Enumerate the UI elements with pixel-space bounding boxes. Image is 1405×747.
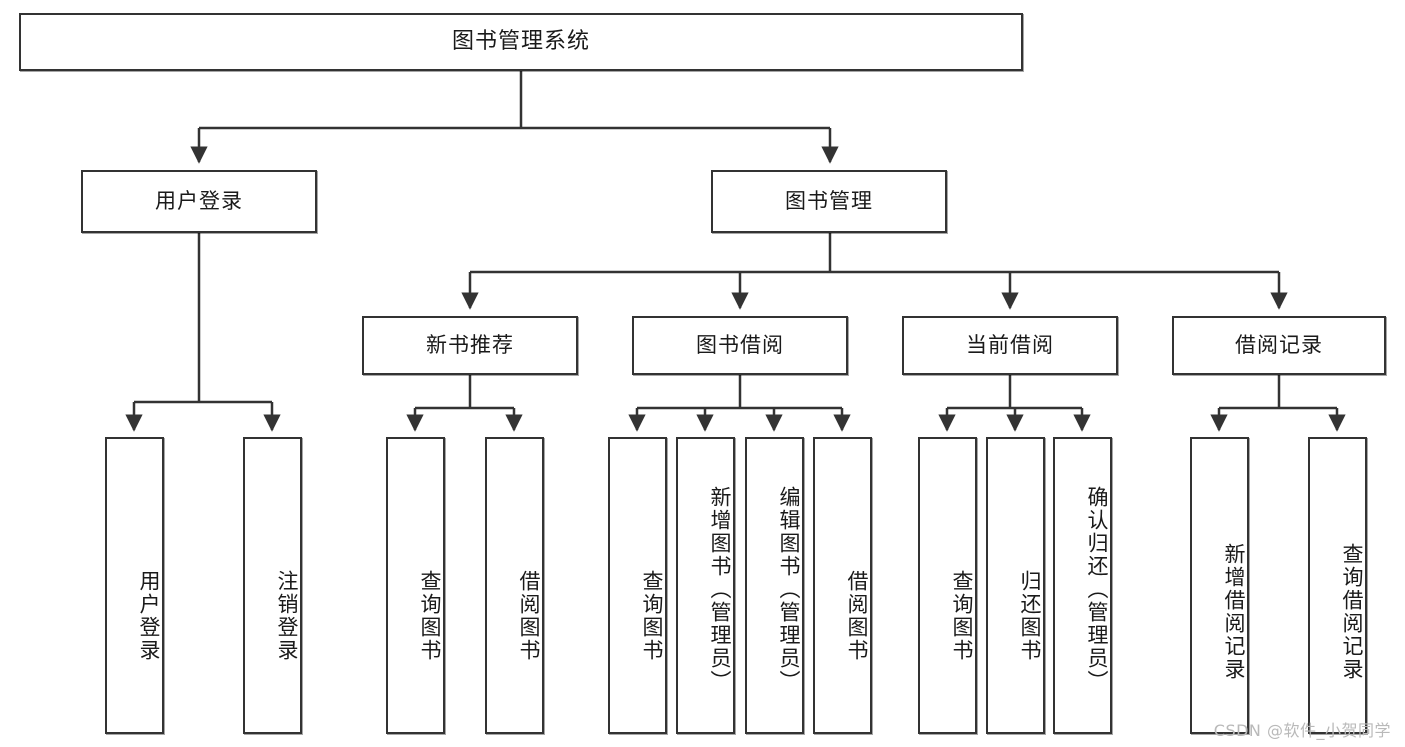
node-user-login[interactable]: 用户登录 (81, 170, 317, 233)
node-leaf-edit-book-label: 编辑图书（管理员） (777, 486, 801, 693)
node-leaf-confirm-return-label: 确认归还（管理员） (1085, 486, 1109, 693)
node-leaf-user-login-label: 用户登录 (137, 569, 161, 662)
node-leaf-logout-label: 注销登录 (275, 569, 299, 662)
node-user-login-label: 用户登录 (155, 189, 243, 214)
node-leaf-query-book-2-label: 查询图书 (640, 569, 664, 662)
node-leaf-user-login[interactable]: 用户登录 (105, 437, 164, 734)
node-book-manage[interactable]: 图书管理 (711, 170, 947, 233)
node-leaf-query-book-1[interactable]: 查询图书 (386, 437, 445, 734)
csdn-watermark: CSDN @软件_小贺同学 (1213, 721, 1391, 740)
node-leaf-query-book-2[interactable]: 查询图书 (608, 437, 667, 734)
node-new-book-rec[interactable]: 新书推荐 (362, 316, 578, 375)
node-book-manage-label: 图书管理 (785, 189, 873, 214)
node-leaf-add-record-label: 新增借阅记录 (1222, 542, 1246, 681)
node-current-borrow-label: 当前借阅 (966, 333, 1054, 358)
node-leaf-query-record-label: 查询借阅记录 (1340, 542, 1364, 681)
node-leaf-edit-book[interactable]: 编辑图书（管理员） (745, 437, 804, 734)
node-leaf-logout[interactable]: 注销登录 (243, 437, 302, 734)
node-leaf-add-book[interactable]: 新增图书（管理员） (676, 437, 735, 734)
node-book-borrow[interactable]: 图书借阅 (632, 316, 848, 375)
node-root-label: 图书管理系统 (451, 29, 590, 55)
node-book-borrow-label: 图书借阅 (696, 333, 784, 358)
node-leaf-add-book-label: 新增图书（管理员） (708, 486, 732, 693)
node-leaf-query-book-1-label: 查询图书 (418, 569, 442, 662)
node-leaf-borrow-book-2-label: 借阅图书 (845, 569, 869, 662)
node-leaf-return-book-label: 归还图书 (1018, 569, 1042, 662)
node-borrow-record-label: 借阅记录 (1235, 333, 1323, 358)
node-root[interactable]: 图书管理系统 (19, 13, 1023, 71)
node-borrow-record[interactable]: 借阅记录 (1172, 316, 1386, 375)
node-current-borrow[interactable]: 当前借阅 (902, 316, 1118, 375)
node-leaf-query-book-3-label: 查询图书 (950, 569, 974, 662)
node-leaf-query-record[interactable]: 查询借阅记录 (1308, 437, 1367, 734)
node-leaf-borrow-book-1-label: 借阅图书 (517, 569, 541, 662)
node-leaf-return-book[interactable]: 归还图书 (986, 437, 1045, 734)
node-leaf-query-book-3[interactable]: 查询图书 (918, 437, 977, 734)
node-leaf-borrow-book-1[interactable]: 借阅图书 (485, 437, 544, 734)
node-leaf-borrow-book-2[interactable]: 借阅图书 (813, 437, 872, 734)
node-leaf-confirm-return[interactable]: 确认归还（管理员） (1053, 437, 1112, 734)
node-leaf-add-record[interactable]: 新增借阅记录 (1190, 437, 1249, 734)
node-new-book-rec-label: 新书推荐 (426, 333, 514, 358)
